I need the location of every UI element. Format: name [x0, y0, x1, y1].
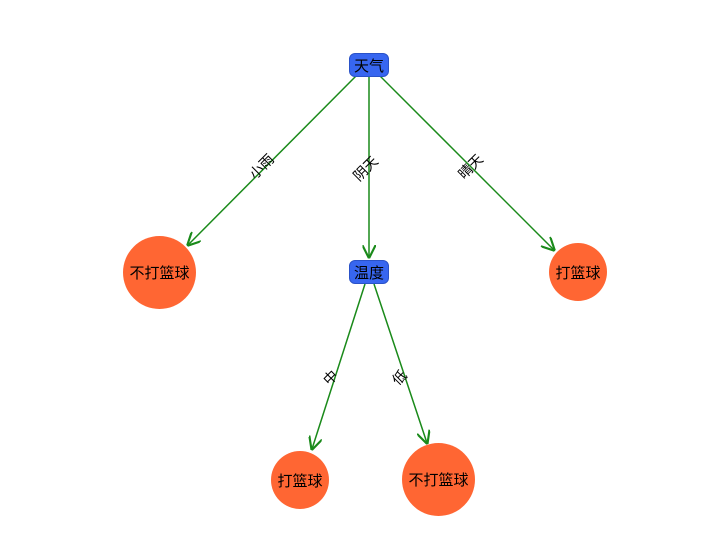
edge-label-cloudy: 阴天: [351, 154, 382, 185]
edge-weather-rain: [188, 73, 359, 245]
edge-temp-low: [373, 283, 427, 443]
node-temperature: 温度: [349, 260, 389, 284]
edge-temp-mid: [312, 283, 366, 449]
edge-weather-sunny: [377, 73, 554, 250]
edge-label-mid: 中: [321, 368, 342, 389]
edge-label-rain: 小雨: [247, 152, 278, 183]
leaf-low: 不打篮球: [402, 443, 475, 516]
leaf-sunny: 打篮球: [549, 243, 607, 301]
node-weather: 天气: [349, 53, 389, 77]
leaf-mid: 打篮球: [271, 451, 329, 509]
leaf-rain: 不打篮球: [123, 236, 196, 309]
